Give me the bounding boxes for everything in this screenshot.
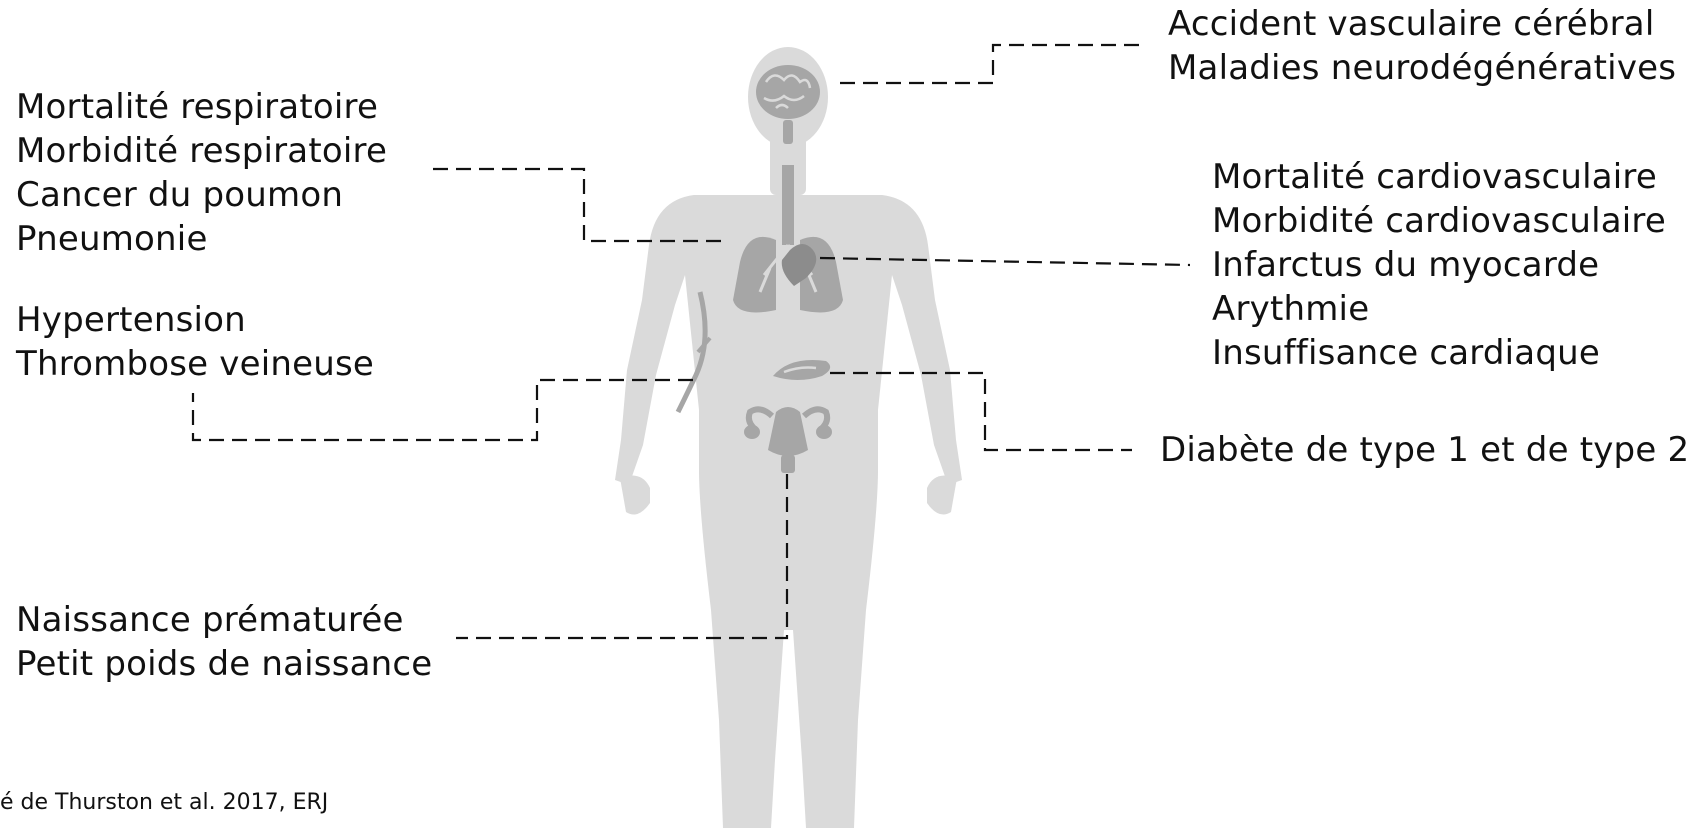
trachea-icon: [782, 165, 794, 245]
labels-pancreas: Diabète de type 1 et de type 2: [1160, 428, 1689, 472]
label-lungs-2: Morbidité respiratoire: [16, 129, 387, 173]
label-brain-2: Maladies neurodégénératives: [1168, 46, 1676, 90]
label-lungs-1: Mortalité respiratoire: [16, 85, 387, 129]
label-lungs-4: Pneumonie: [16, 217, 387, 261]
label-heart-1: Mortalité cardiovasculaire: [1212, 155, 1666, 199]
labels-reproductive: Naissance prématurée Petit poids de nais…: [16, 598, 432, 686]
label-vessels-1: Hypertension: [16, 298, 374, 342]
labels-vessels: Hypertension Thrombose veineuse: [16, 298, 374, 386]
label-vessels-2: Thrombose veineuse: [16, 342, 374, 386]
labels-brain: Accident vasculaire cérébral Maladies ne…: [1168, 2, 1676, 90]
connector-brain: [840, 45, 1142, 83]
label-heart-3: Infarctus du myocarde: [1212, 243, 1666, 287]
labels-lungs: Mortalité respiratoire Morbidité respira…: [16, 85, 387, 261]
label-heart-5: Insuffisance cardiaque: [1212, 331, 1666, 375]
label-reproductive-1: Naissance prématurée: [16, 598, 432, 642]
label-heart-2: Morbidité cardiovasculaire: [1212, 199, 1666, 243]
connector-vessels: [193, 380, 693, 440]
label-pancreas-1: Diabète de type 1 et de type 2: [1160, 428, 1689, 472]
source-caption: é de Thurston et al. 2017, ERJ: [0, 790, 328, 816]
label-brain-1: Accident vasculaire cérébral: [1168, 2, 1676, 46]
label-reproductive-2: Petit poids de naissance: [16, 642, 432, 686]
labels-heart: Mortalité cardiovasculaire Morbidité car…: [1212, 155, 1666, 375]
label-heart-4: Arythmie: [1212, 287, 1666, 331]
label-lungs-3: Cancer du poumon: [16, 173, 387, 217]
